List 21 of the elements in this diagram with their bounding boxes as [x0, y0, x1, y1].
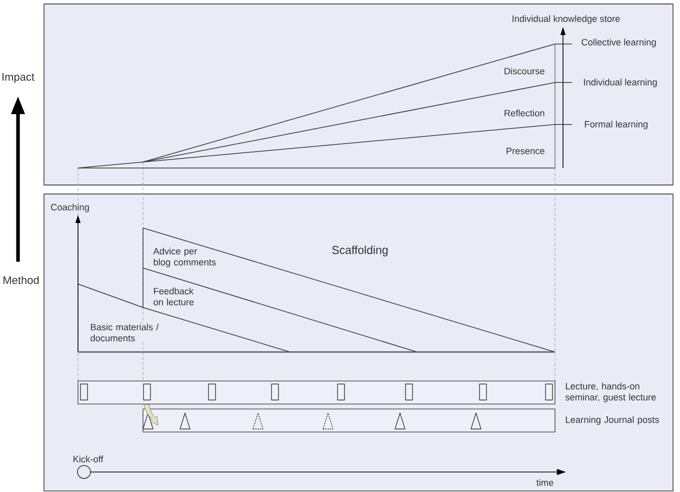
- band-label: Lecture, hands-on seminar, guest lecture: [565, 382, 656, 402]
- milestone-circle: [77, 465, 91, 479]
- timeline-band: [78, 380, 556, 404]
- region-label: Basic materials / documents: [89, 322, 164, 342]
- level-label: Collective learning: [582, 38, 656, 48]
- region-label: Advice per blog comments: [153, 248, 216, 268]
- level-label: Individual learning: [584, 78, 657, 88]
- region-label: Feedback on lecture: [154, 288, 194, 306]
- region-label: Reflection: [504, 110, 544, 116]
- heading: Scaffolding: [332, 246, 388, 256]
- axis-label: Impact: [2, 73, 34, 83]
- band-label: Learning Journal posts: [566, 416, 659, 425]
- timeline-band: [142, 408, 556, 432]
- axis-label: Coaching: [51, 204, 89, 212]
- region-label: Presence: [506, 148, 544, 154]
- axis-label: Individual knowledge store: [512, 15, 620, 24]
- axis-label: Method: [4, 276, 39, 284]
- region-label: Discourse: [504, 68, 544, 74]
- axis-label: time: [536, 479, 554, 486]
- level-label: Formal learning: [584, 120, 648, 130]
- milestone-label: Kick-off: [74, 456, 104, 462]
